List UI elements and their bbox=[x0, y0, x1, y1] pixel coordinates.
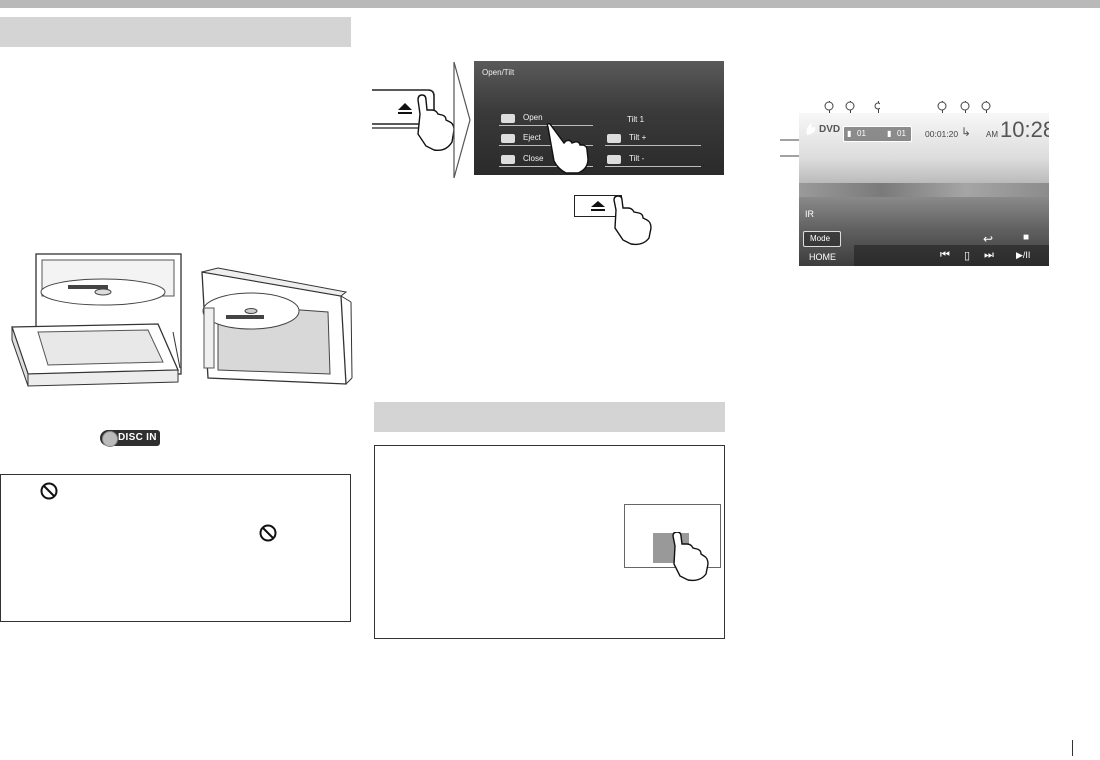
control-bar: ⏮ ▯ ⏭ ▶/II bbox=[854, 245, 1049, 266]
hand-pointer-icon bbox=[613, 196, 652, 246]
disc-in-indicator: DISC IN bbox=[100, 430, 160, 447]
title-chapter-box: ▮ 01 ▮ 01 bbox=[843, 126, 912, 142]
dvd-logo-icon bbox=[806, 123, 816, 135]
prohibited-icon bbox=[259, 524, 277, 542]
tilt-1-label: Tilt 1 bbox=[627, 115, 645, 124]
screen-title: Open/Tilt bbox=[482, 68, 515, 77]
disc-in-label: DISC IN bbox=[118, 432, 157, 443]
play-time: 00:01:20 bbox=[925, 129, 959, 139]
tilt-minus-icon bbox=[607, 155, 621, 164]
eject-icon bbox=[591, 201, 605, 211]
dvd-playback-screen: DVD ▮ 01 ▮ 01 00:01:20 ↳ AM 10:28 IR Mod… bbox=[799, 113, 1049, 266]
city-skyline bbox=[799, 183, 1049, 197]
prohibited-icon bbox=[40, 482, 58, 500]
eject-button[interactable]: Eject bbox=[499, 133, 593, 146]
eject-icon bbox=[501, 134, 515, 143]
disc-type-label: DVD bbox=[819, 124, 841, 135]
top-bar bbox=[0, 0, 1100, 8]
home-button[interactable]: HOME bbox=[809, 252, 836, 262]
mode-button[interactable]: Mode bbox=[803, 231, 841, 247]
am-pm-label: AM bbox=[986, 130, 998, 139]
touch-panel-illustration bbox=[624, 504, 721, 568]
page-divider bbox=[1072, 740, 1073, 756]
ir-label: IR bbox=[805, 209, 814, 219]
title-icon: ▮ bbox=[847, 129, 852, 138]
disc-icon bbox=[102, 431, 118, 447]
play-pause-button[interactable]: ▶/II bbox=[1016, 250, 1031, 260]
menu-button[interactable]: ▯ bbox=[964, 250, 971, 262]
return-icon[interactable]: ↩ bbox=[983, 232, 994, 246]
stop-button[interactable]: ■ bbox=[1023, 232, 1030, 243]
tilt-plus-icon bbox=[607, 134, 621, 143]
hand-pointer-icon bbox=[672, 532, 709, 582]
tilt-minus-button[interactable]: Tilt - bbox=[605, 154, 701, 167]
unit-closed-illustration bbox=[201, 267, 353, 385]
chapter-number: 01 bbox=[897, 129, 906, 138]
open-tilt-screen: Open/Tilt Open Eject Close Tilt 1 Tilt +… bbox=[474, 61, 724, 175]
section-header-left bbox=[0, 17, 351, 47]
section-header-middle bbox=[374, 402, 725, 432]
prev-button[interactable]: ⏮ bbox=[940, 249, 950, 261]
eject-press-illustration bbox=[372, 89, 455, 152]
chapter-icon: ▮ bbox=[887, 129, 892, 138]
clock: 10:28 bbox=[1000, 117, 1049, 142]
open-icon bbox=[501, 114, 515, 123]
caution-box bbox=[0, 474, 351, 622]
hand-pointer-icon bbox=[546, 123, 589, 174]
close-icon bbox=[501, 155, 515, 164]
open-button[interactable]: Open bbox=[499, 113, 593, 126]
note-box bbox=[374, 445, 725, 639]
close-button[interactable]: Close bbox=[499, 154, 593, 167]
arrow-chevron bbox=[453, 61, 471, 179]
title-number: 01 bbox=[857, 129, 866, 138]
repeat-icon: ↳ bbox=[961, 125, 972, 139]
callout-circles-right bbox=[937, 101, 991, 111]
tilt-plus-button[interactable]: Tilt + bbox=[605, 133, 701, 146]
unit-open-illustration bbox=[11, 253, 182, 387]
next-button[interactable]: ⏭ bbox=[984, 249, 994, 261]
